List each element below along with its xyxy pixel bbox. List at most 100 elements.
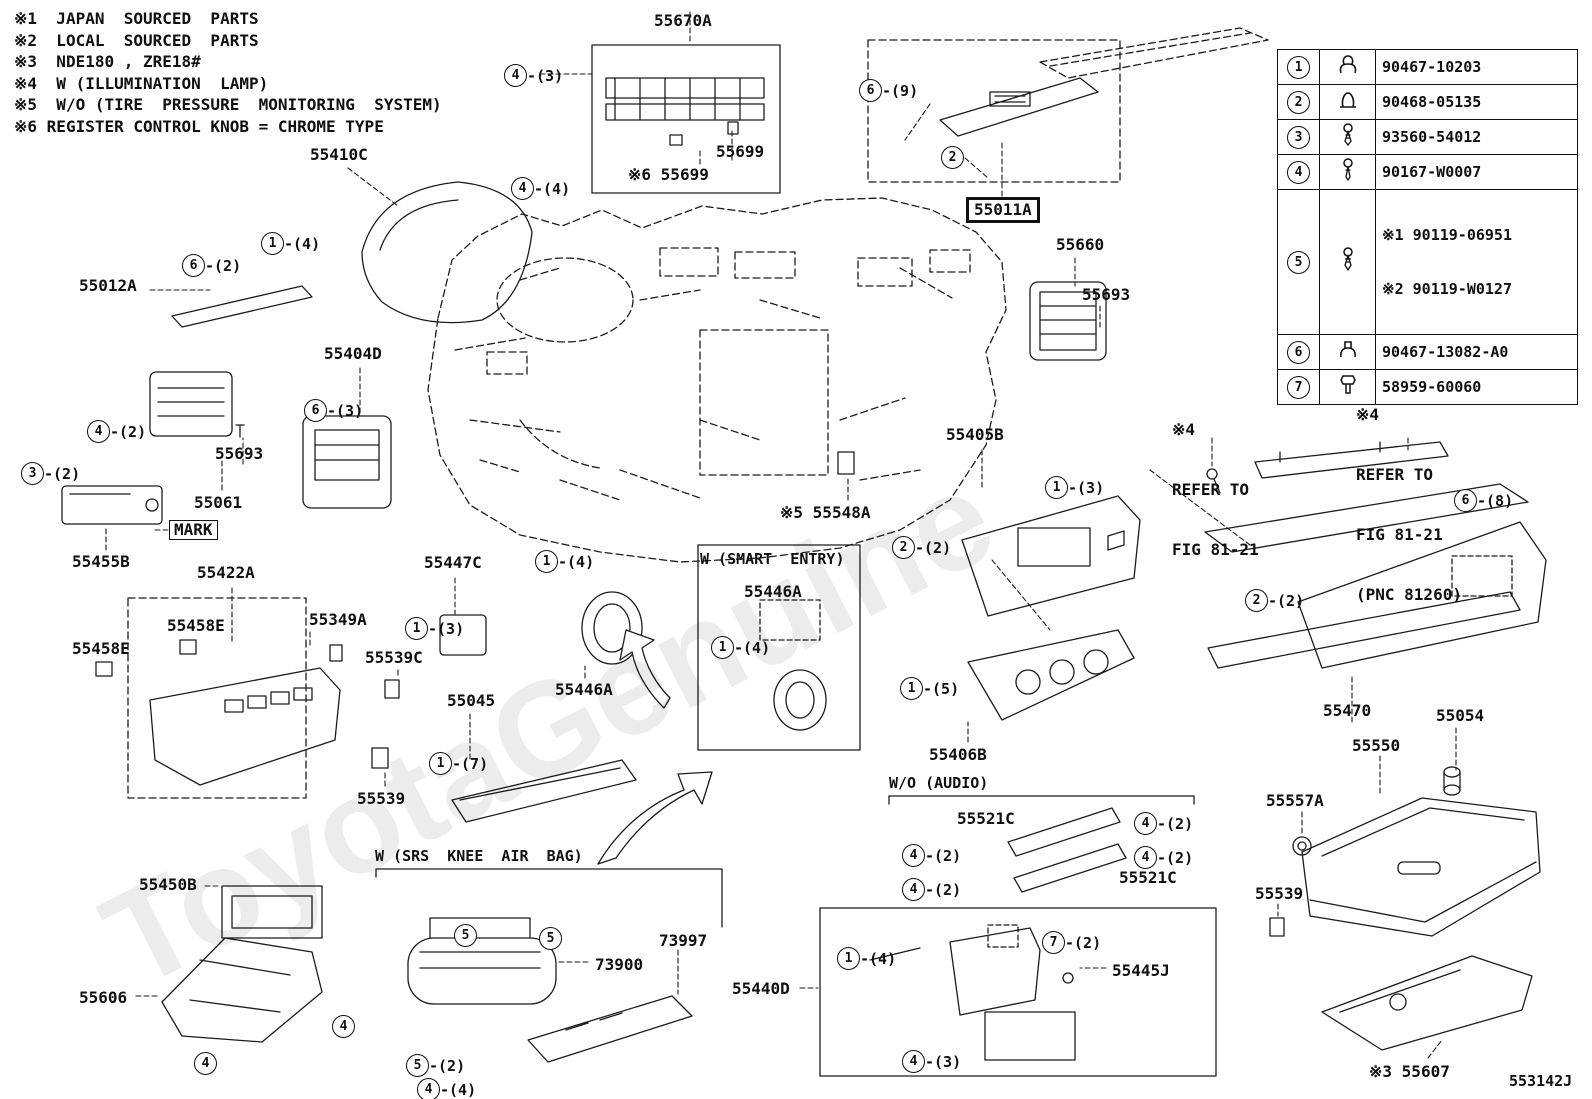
callout: 4 <box>194 1052 217 1075</box>
fastener-number: 3 <box>1287 125 1310 149</box>
callout-count: -(2) <box>1157 814 1194 833</box>
fastener-number: 1 <box>1287 55 1310 79</box>
callout: 4-(2) <box>902 878 961 901</box>
part-label[interactable]: 55521C <box>957 809 1015 828</box>
dashboard-body <box>127 27 1269 799</box>
part-label[interactable]: 55406B <box>929 745 987 764</box>
callout-count: -(3) <box>327 401 364 420</box>
fastener-part-number[interactable]: 90467-13082-A0 <box>1375 334 1578 370</box>
part-number-line: 90467-13082-A0 <box>1382 343 1509 361</box>
part-label[interactable]: 55670A <box>654 11 712 30</box>
part-label[interactable]: ※3 55607 <box>1369 1062 1450 1081</box>
part-number-line: ※2 90119-W0127 <box>1382 280 1512 298</box>
part-label[interactable]: 55446A <box>555 680 613 699</box>
fastener-part-number[interactable]: 90167-W0007 <box>1375 154 1578 190</box>
callout-count: -(4) <box>860 949 897 968</box>
part-label[interactable]: 55557A <box>1266 791 1324 810</box>
fastener-part-number[interactable]: 90468-05135 <box>1375 84 1578 120</box>
callout-count: -(2) <box>1157 848 1194 867</box>
part-label[interactable]: 55539 <box>1255 884 1304 903</box>
callout-number: 1 <box>261 232 284 255</box>
callout-number: 1 <box>535 550 558 573</box>
part-label[interactable]: 55422A <box>197 563 255 582</box>
callout: 5 <box>539 927 562 950</box>
callout: 3-(2) <box>21 462 80 485</box>
part-label[interactable]: 55550 <box>1352 736 1401 755</box>
fastener-part-number[interactable]: ※1 90119-06951 ※2 90119-W0127 <box>1375 189 1578 335</box>
fastener-part-number[interactable]: 93560-54012 <box>1375 119 1578 155</box>
part-label[interactable]: 55539 <box>357 789 406 808</box>
part-label[interactable]: 55045 <box>447 691 496 710</box>
callout: 4-(4) <box>417 1078 476 1099</box>
callout: 4-(2) <box>902 844 961 867</box>
callout-count: -(3) <box>527 66 564 85</box>
part-label[interactable]: 55012A <box>79 276 137 295</box>
part-label[interactable]: 55450B <box>139 875 197 894</box>
callout: 1-(4) <box>261 232 320 255</box>
callout-number: 4 <box>902 878 925 901</box>
part-label[interactable]: 55054 <box>1436 706 1485 725</box>
callout-number: 6 <box>304 399 327 422</box>
callout-number: 1 <box>405 617 428 640</box>
fastener-row: 1 90467-10203 <box>1277 49 1578 85</box>
part-label-highlighted[interactable]: 55011A <box>966 197 1040 224</box>
part-label[interactable]: ※5 55548A <box>780 503 871 522</box>
callout-number: 2 <box>941 146 964 169</box>
part-label[interactable]: 55445J <box>1112 961 1170 980</box>
fastener-number: 2 <box>1287 90 1310 114</box>
callout-count: -(2) <box>1065 933 1102 952</box>
callout-number: 4 <box>902 844 925 867</box>
part-number-line: ※1 90119-06951 <box>1382 226 1512 244</box>
callout-count: -(5) <box>923 679 960 698</box>
callout-number: 3 <box>21 462 44 485</box>
part-label[interactable]: 55521C <box>1119 868 1177 887</box>
fastener-number: 7 <box>1287 375 1310 399</box>
part-label[interactable]: 73997 <box>659 931 708 950</box>
fastener-part-number[interactable]: 58959-60060 <box>1375 369 1578 405</box>
part-label[interactable]: 55660 <box>1056 235 1105 254</box>
callout-number: 1 <box>900 677 923 700</box>
part-label[interactable]: 55405B <box>946 425 1004 444</box>
part-label[interactable]: 55440D <box>732 979 790 998</box>
part-label[interactable]: 55447C <box>424 553 482 572</box>
part-label[interactable]: 55699 <box>716 142 765 161</box>
callout-count: -(2) <box>205 256 242 275</box>
part-label[interactable]: 55458E <box>167 616 225 635</box>
refer-line: FIG 81-21 <box>1356 525 1443 544</box>
screw-icon <box>1342 247 1353 272</box>
callout: 6-(9) <box>859 79 918 102</box>
part-label[interactable]: 55446A <box>744 582 802 601</box>
part-label[interactable]: 55455B <box>72 552 130 571</box>
callout-number: 5 <box>454 924 477 947</box>
callout: 4 <box>332 1015 355 1038</box>
part-label[interactable]: 55349A <box>309 610 367 629</box>
part-label[interactable]: 55470 <box>1323 701 1372 720</box>
part-label[interactable]: ※6 55699 <box>628 165 709 184</box>
part-label[interactable]: 55404D <box>324 344 382 363</box>
callout-count: -(4) <box>534 179 571 198</box>
part-label[interactable]: 55539C <box>365 648 423 667</box>
figure-code: 553142J <box>1509 1072 1573 1090</box>
callout-count: -(3) <box>1068 478 1105 497</box>
part-label[interactable]: 55693 <box>215 444 264 463</box>
part-label[interactable]: 55606 <box>79 988 128 1007</box>
part-number-line: 90167-W0007 <box>1382 163 1482 181</box>
part-label[interactable]: 55693 <box>1082 285 1131 304</box>
bracket-lines <box>375 795 1195 928</box>
callout: 1-(4) <box>837 947 896 970</box>
callout-count: -(4) <box>440 1080 477 1099</box>
callout-number: 2 <box>892 536 915 559</box>
part-label[interactable]: 55410C <box>310 145 368 164</box>
part-label[interactable]: 55061 <box>194 493 243 512</box>
callout-number: 4 <box>417 1078 440 1099</box>
callout-number: 6 <box>859 79 882 102</box>
callout-count: -(2) <box>110 422 147 441</box>
callout: 1-(5) <box>900 677 959 700</box>
part-label[interactable]: 55458E <box>72 639 130 658</box>
callout: 6-(3) <box>304 399 363 422</box>
fastener-row: 6 90467-13082-A0 <box>1277 334 1578 370</box>
callout-number: 1 <box>429 752 452 775</box>
part-label[interactable]: 73900 <box>595 955 644 974</box>
note-line: ※5 W/O (TIRE PRESSURE MONITORING SYSTEM) <box>14 95 442 114</box>
fastener-part-number[interactable]: 90467-10203 <box>1375 49 1578 85</box>
